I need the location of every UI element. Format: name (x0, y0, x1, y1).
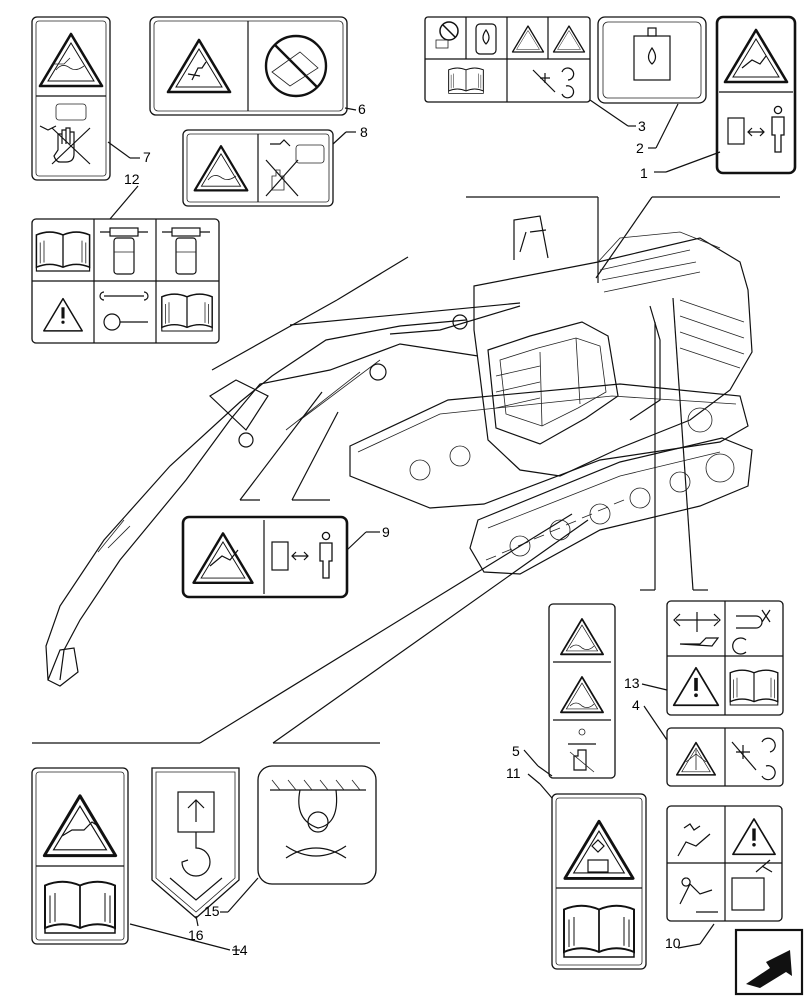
decal-5 (548, 603, 616, 779)
fuel-tank-icon (633, 27, 671, 81)
filter-icon (162, 227, 210, 275)
decal-10 (666, 805, 783, 922)
callout-1: 1 (640, 165, 648, 181)
warning-triangle-icon (672, 666, 720, 707)
callout-5: 5 (512, 743, 520, 759)
book-icon (44, 880, 116, 934)
callout-6: 6 (358, 101, 366, 117)
decal-15 (257, 765, 377, 885)
callout-14: 14 (232, 942, 248, 958)
warning-triangle-icon (43, 297, 83, 332)
excavator-illustration (45, 196, 780, 687)
filter-icon (100, 227, 148, 275)
callout-3: 3 (638, 118, 646, 134)
leader-lines (32, 99, 721, 951)
tie-down-icon (285, 789, 347, 859)
decal-9 (181, 515, 349, 599)
fan-icon (731, 737, 776, 781)
callout-10: 10 (665, 935, 681, 951)
decal-12 (31, 218, 220, 344)
no-smoking-icon (435, 21, 459, 49)
battery-icon (587, 839, 609, 873)
decal-6 (149, 16, 348, 116)
callout-12: 12 (124, 171, 140, 187)
decal-14 (31, 767, 129, 945)
callout-9: 9 (382, 524, 390, 540)
oil-drop-icon (475, 23, 497, 55)
wrench-icon (99, 291, 149, 331)
callout-7: 7 (143, 149, 151, 165)
no-entry-icon (264, 34, 328, 98)
warning-triangle-icon (732, 818, 776, 856)
decal-11 (551, 793, 647, 970)
book-icon (448, 67, 484, 94)
decal-1 (715, 15, 797, 175)
fan-icon (532, 67, 575, 99)
callout-8: 8 (360, 124, 368, 140)
decal-3 (424, 16, 591, 103)
callout-11: 11 (506, 765, 521, 781)
callout-2: 2 (636, 140, 644, 156)
decal-7 (31, 16, 111, 181)
book-icon (161, 293, 213, 332)
callout-13: 13 (624, 675, 640, 691)
book-icon (35, 231, 91, 272)
decal-2 (597, 16, 707, 104)
next-page-arrow-icon[interactable] (734, 928, 804, 996)
hand-crush-icon (51, 127, 91, 165)
decal-13 (666, 600, 784, 716)
callout-numbers: 1 2 3 4 5 6 7 8 9 10 11 12 13 14 15 16 (124, 101, 681, 958)
decal-8 (182, 129, 334, 207)
lifting-hook-icon (169, 791, 223, 901)
callout-4: 4 (632, 697, 640, 713)
decal-16 (151, 767, 240, 919)
book-icon (563, 904, 635, 958)
callout-15: 15 (204, 903, 220, 919)
callout-16: 16 (188, 927, 204, 943)
book-icon (729, 669, 779, 706)
decal-4 (666, 727, 784, 787)
